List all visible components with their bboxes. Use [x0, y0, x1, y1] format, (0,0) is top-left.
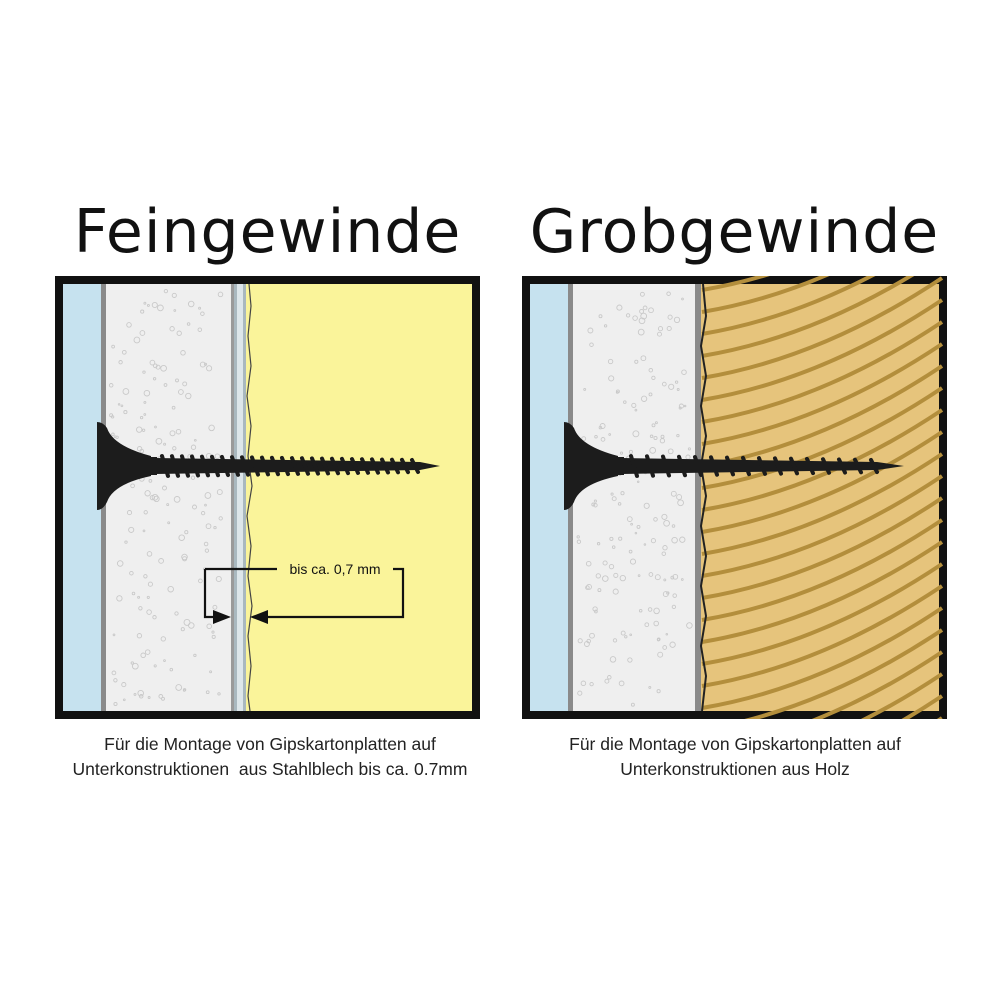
dimension-label: bis ca. 0,7 mm [289, 561, 380, 577]
gypsum-texture [576, 291, 693, 707]
screw-head [564, 422, 618, 510]
screw [97, 422, 440, 510]
wood-edge [699, 283, 708, 712]
caption-coarse-thread: Für die Montage von Gipskartonplatten au… [495, 732, 975, 782]
arrow-left [250, 610, 268, 624]
board-edge-2 [695, 284, 701, 711]
screw [564, 422, 904, 510]
board-edge-2 [231, 284, 234, 711]
gypsum-board [106, 284, 231, 711]
caption-line-2: Unterkonstruktionen aus Stahlblech bis c… [72, 759, 468, 779]
caption-line-1: Für die Montage von Gipskartonplatten au… [104, 734, 436, 754]
panel-fine-thread: bis ca. 0,7 mm [55, 276, 480, 719]
yellow-fill [246, 284, 472, 711]
gypsum-board [573, 284, 695, 711]
wall-layer [530, 284, 568, 711]
screw-head [97, 422, 151, 510]
title-grobgewinde: Grobgewinde [529, 197, 940, 267]
wood-grain [701, 276, 944, 719]
screw-thread [629, 454, 879, 478]
arrow-right [213, 610, 231, 624]
irregular-edge [246, 283, 253, 712]
caption-fine-thread: Für die Montage von Gipskartonplatten au… [30, 732, 510, 782]
wall-layer [63, 284, 101, 711]
gypsum-texture [108, 288, 224, 707]
caption-line-2: Unterkonstruktionen aus Holz [620, 759, 850, 779]
thickness-dimension: bis ca. 0,7 mm [203, 561, 405, 624]
caption-line-1: Für die Montage von Gipskartonplatten au… [569, 734, 901, 754]
dimension-lines [203, 567, 405, 619]
screw-thread [160, 454, 420, 478]
panel-coarse-thread [522, 276, 947, 719]
title-feingewinde: Feingewinde [73, 197, 462, 267]
